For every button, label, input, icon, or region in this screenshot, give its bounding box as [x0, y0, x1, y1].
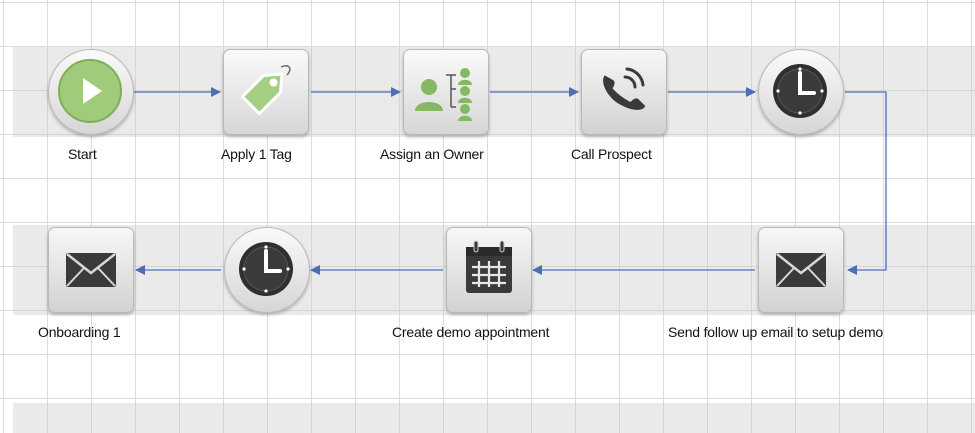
org-chart-icon	[415, 68, 472, 121]
node-label: Create demo appointment	[392, 324, 550, 340]
lane-band	[13, 403, 975, 433]
node-label: Start	[68, 146, 97, 162]
create-demo-node[interactable]	[446, 227, 532, 313]
node-frame	[403, 49, 489, 135]
connector-arrow	[845, 91, 887, 275]
send-email-node[interactable]	[758, 227, 844, 313]
calendar-icon	[466, 240, 512, 293]
node-frame	[581, 49, 667, 135]
clock-icon	[239, 242, 293, 296]
play-icon	[58, 59, 122, 123]
node-label: Assign an Owner	[380, 146, 484, 162]
tag-icon	[240, 64, 291, 116]
node-label: Onboarding 1	[38, 324, 121, 340]
apply-tag-node[interactable]	[223, 49, 309, 135]
node-label: Send follow up email to setup demo	[668, 324, 883, 340]
wait-node[interactable]	[224, 227, 310, 313]
wait-node[interactable]	[758, 49, 844, 135]
envelope-icon	[66, 253, 116, 287]
onboarding-node[interactable]	[48, 227, 134, 313]
node-label: Apply 1 Tag	[221, 146, 292, 162]
clock-icon	[773, 64, 827, 118]
envelope-icon	[776, 253, 826, 287]
call-prospect-node[interactable]	[581, 49, 667, 135]
node-frame	[48, 227, 134, 313]
assign-owner-node[interactable]	[403, 49, 489, 135]
node-label: Call Prospect	[571, 146, 652, 162]
start-node[interactable]	[48, 49, 134, 135]
phone-icon	[603, 67, 646, 110]
